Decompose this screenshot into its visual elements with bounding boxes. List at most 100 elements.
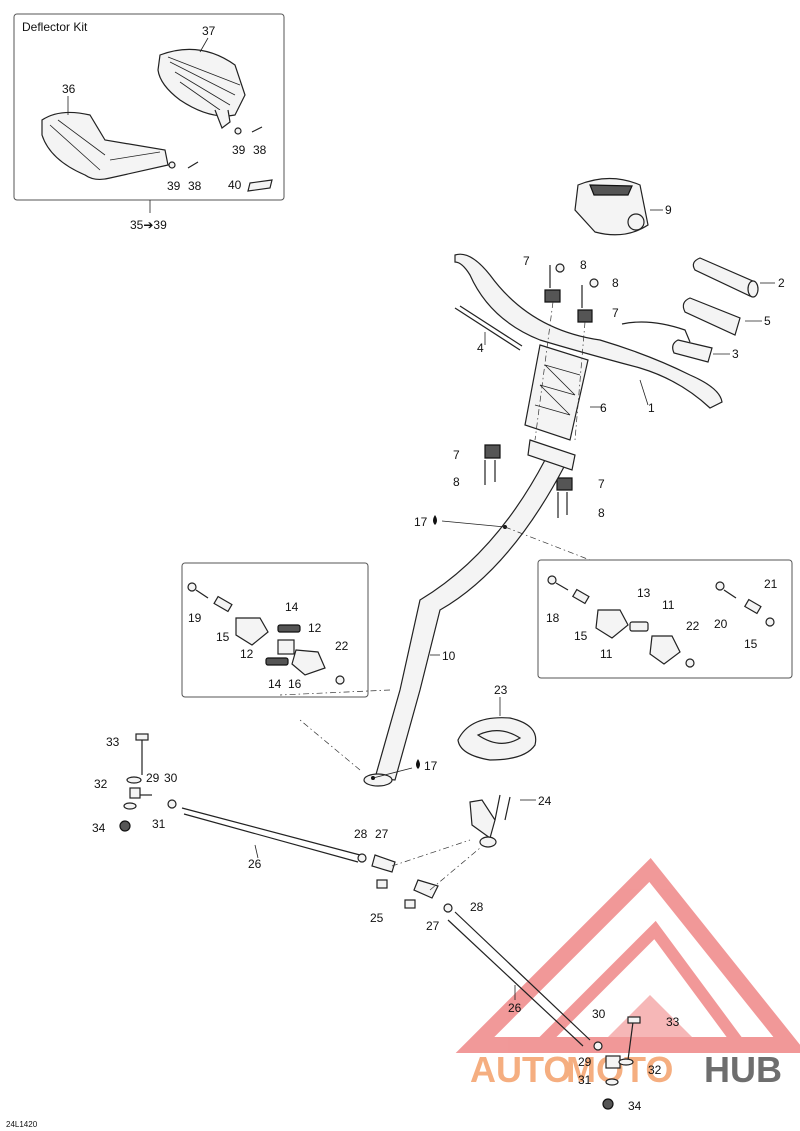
cover-23 bbox=[457, 717, 537, 761]
callout-12a: 12 bbox=[240, 647, 254, 661]
callout-26a: 26 bbox=[248, 857, 262, 871]
callout-31b: 31 bbox=[578, 1073, 592, 1087]
callout-30a: 30 bbox=[164, 771, 178, 785]
callout-19: 19 bbox=[188, 611, 202, 625]
clamp-11a bbox=[595, 609, 629, 639]
tie-rod-26a bbox=[181, 807, 361, 856]
detail-box-left bbox=[181, 562, 369, 698]
callout-14b: 14 bbox=[268, 677, 282, 691]
callout-1: 1 bbox=[648, 401, 655, 415]
callout-6: 6 bbox=[600, 401, 607, 415]
callout-22a: 22 bbox=[335, 639, 349, 653]
detail-box-right bbox=[537, 559, 793, 679]
clamp-7d bbox=[556, 477, 573, 491]
clamp-12b bbox=[291, 649, 326, 676]
callout-31a: 31 bbox=[152, 817, 166, 831]
callout-33b: 33 bbox=[666, 1015, 680, 1029]
clamp-12a bbox=[235, 617, 269, 646]
callout-36: 36 bbox=[62, 82, 76, 96]
callout-4: 4 bbox=[477, 341, 484, 355]
callout-8c: 8 bbox=[453, 475, 460, 489]
callout-5: 5 bbox=[764, 314, 771, 328]
callout-8d: 8 bbox=[598, 506, 605, 520]
callout-29a: 29 bbox=[146, 771, 160, 785]
clamp-7a bbox=[544, 289, 561, 303]
callout-10: 10 bbox=[442, 649, 456, 663]
screw-38a bbox=[251, 126, 263, 133]
drawing-code: 24L1420 bbox=[6, 1120, 38, 1129]
callout-21: 21 bbox=[764, 577, 778, 591]
sticker-40 bbox=[247, 179, 273, 192]
steering-column-10 bbox=[363, 439, 576, 787]
callout-22b: 22 bbox=[686, 619, 700, 633]
callout-29b: 29 bbox=[578, 1055, 592, 1069]
callout-37: 37 bbox=[202, 24, 216, 38]
callout-7c: 7 bbox=[453, 448, 460, 462]
callout-32a: 32 bbox=[94, 777, 108, 791]
callout-15c: 15 bbox=[744, 637, 758, 651]
callout-7b: 7 bbox=[612, 306, 619, 320]
callout-7a: 7 bbox=[523, 254, 530, 268]
callout-20: 20 bbox=[714, 617, 728, 631]
grip-2 bbox=[692, 257, 756, 297]
watermark-logo bbox=[455, 858, 800, 1053]
pad-9 bbox=[574, 177, 649, 236]
callout-14a: 14 bbox=[285, 600, 299, 614]
callout-13: 13 bbox=[637, 586, 651, 600]
handlebar-1 bbox=[454, 253, 723, 409]
callout-12b: 12 bbox=[308, 621, 322, 635]
callout-39a: 39 bbox=[232, 143, 246, 157]
callout-18: 18 bbox=[546, 611, 560, 625]
deflector-left bbox=[41, 111, 169, 181]
callout-7d: 7 bbox=[598, 477, 605, 491]
callout-34a: 34 bbox=[92, 821, 106, 835]
kit-title: Deflector Kit bbox=[22, 20, 88, 34]
grease-drop-icon-b bbox=[416, 759, 420, 769]
clamp-7b bbox=[577, 309, 593, 323]
clamp-11b bbox=[649, 635, 681, 665]
callout-3: 3 bbox=[732, 347, 739, 361]
callout-17a: 17 bbox=[414, 515, 428, 529]
screw-38b bbox=[187, 161, 199, 169]
callout-28a: 28 bbox=[354, 827, 368, 841]
callout-32b: 32 bbox=[648, 1063, 662, 1077]
kit-range-label: 35➔39 bbox=[130, 218, 167, 232]
watermark-hub: HUB bbox=[704, 1049, 782, 1090]
callout-9: 9 bbox=[665, 203, 672, 217]
callout-40: 40 bbox=[228, 178, 242, 192]
bolt-33b bbox=[627, 1021, 634, 1061]
callout-23: 23 bbox=[494, 683, 508, 697]
riser-frame-6 bbox=[524, 344, 589, 441]
callout-11a: 11 bbox=[600, 647, 613, 661]
washer-39a bbox=[234, 127, 242, 135]
tie-rod-26b bbox=[454, 911, 591, 1041]
watermark-text: AUTO MOTO HUB bbox=[470, 1049, 782, 1090]
callout-38b: 38 bbox=[188, 179, 202, 193]
callout-25: 25 bbox=[370, 911, 384, 925]
ball-joint-27b bbox=[413, 879, 439, 899]
callout-15b: 15 bbox=[574, 629, 588, 643]
callout-33a: 33 bbox=[106, 735, 120, 749]
grip-3 bbox=[672, 339, 713, 363]
callout-34b: 34 bbox=[628, 1099, 642, 1113]
callout-8a: 8 bbox=[580, 258, 587, 272]
callout-8b: 8 bbox=[612, 276, 619, 290]
callout-28b: 28 bbox=[470, 900, 484, 914]
clamp-7c bbox=[484, 444, 501, 459]
callout-15a: 15 bbox=[216, 630, 230, 644]
callout-38a: 38 bbox=[253, 143, 267, 157]
callout-30b: 30 bbox=[592, 1007, 606, 1021]
callout-16: 16 bbox=[288, 677, 302, 691]
callout-11b: 11 bbox=[662, 598, 675, 612]
callout-24: 24 bbox=[538, 794, 552, 808]
deflector-right bbox=[157, 48, 246, 129]
bracket-24 bbox=[469, 799, 497, 848]
rod-4 bbox=[454, 307, 521, 351]
callout-2: 2 bbox=[778, 276, 785, 290]
callout-26b: 26 bbox=[508, 1001, 522, 1015]
block-16 bbox=[277, 639, 295, 655]
callout-39b: 39 bbox=[167, 179, 181, 193]
callout-27a: 27 bbox=[375, 827, 389, 841]
grease-drop-icon-a bbox=[433, 515, 437, 525]
